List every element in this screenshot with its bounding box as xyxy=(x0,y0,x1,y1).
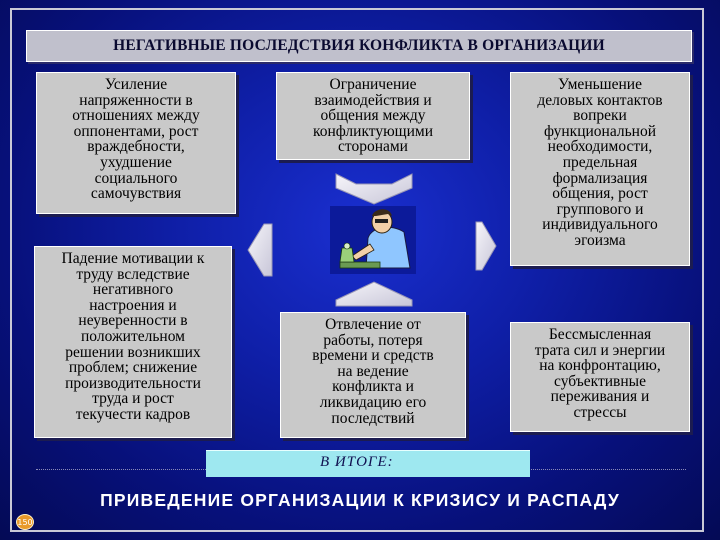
consequence-box-distraction: Отвлечение от работы, потеря времени и с… xyxy=(280,312,466,438)
consequence-box-wasted-energy: Бессмысленная трата сил и энергии на кон… xyxy=(510,322,690,432)
result-banner: В ИТОГЕ: xyxy=(206,450,530,477)
arrow-left-icon xyxy=(247,223,273,277)
conclusion-text: ПРИВЕДЕНИЕ ОРГАНИЗАЦИИ К КРИЗИСУ И РАСПА… xyxy=(100,490,620,510)
consequence-box-limited-interaction: Ограничение взаимодействия и общения меж… xyxy=(276,72,470,160)
result-label: В ИТОГЕ: xyxy=(320,454,394,470)
arrow-right-icon xyxy=(475,221,497,271)
consequence-box-fewer-contacts: Уменьшение деловых контактов вопреки фун… xyxy=(510,72,690,266)
page-number-badge: 150 xyxy=(16,514,34,530)
slide-title: НЕГАТИВНЫЕ ПОСЛЕДСТВИЯ КОНФЛИКТА В ОРГАН… xyxy=(26,30,692,62)
arrow-up-icon xyxy=(335,281,413,307)
person-at-desk-icon xyxy=(330,206,416,274)
arrow-down-icon xyxy=(335,173,413,205)
consequence-box-tension: Усиление напряженности в отношениях межд… xyxy=(36,72,236,214)
consequence-box-motivation-drop: Падение мотивации к труду вследствие нег… xyxy=(34,246,232,438)
